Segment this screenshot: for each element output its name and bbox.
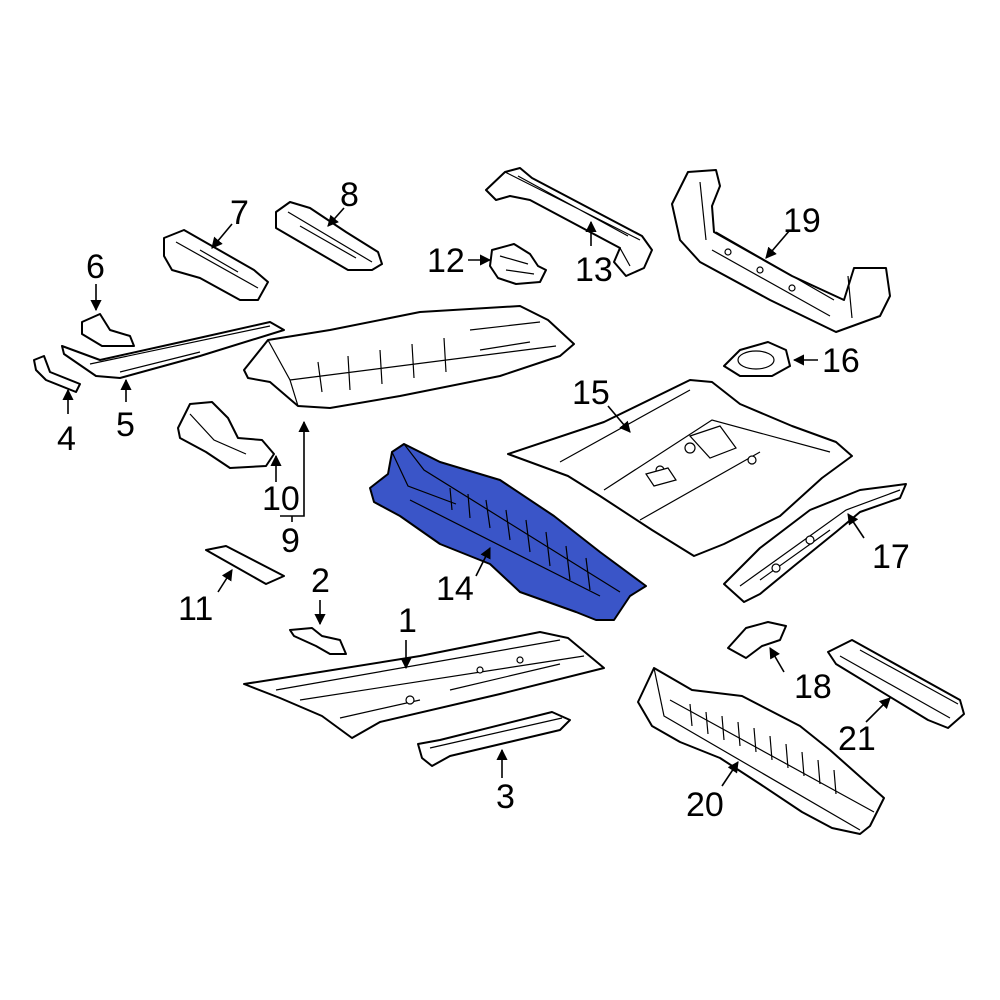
callout-18: 18 [794, 668, 832, 706]
leader-9 [280, 420, 310, 517]
part-13-crossmember[interactable] [485, 167, 653, 277]
callout-16: 16 [822, 342, 860, 380]
callout-3: 3 [496, 778, 515, 816]
callout-19: 19 [783, 202, 821, 240]
callout-6: 6 [86, 248, 105, 286]
leader-21 [865, 697, 891, 723]
callout-12: 12 [427, 242, 465, 280]
callout-15: 15 [572, 374, 610, 412]
part-4-bracket[interactable] [33, 355, 81, 393]
leader-15 [607, 405, 631, 433]
part-6-bracket[interactable] [81, 313, 135, 347]
leader-18 [769, 647, 785, 673]
part-7-rail[interactable] [163, 229, 269, 301]
callout-7: 7 [230, 194, 249, 232]
part-20-rear-frame[interactable] [637, 667, 885, 835]
part-12-bracket[interactable] [489, 243, 547, 285]
part-2-bracket[interactable] [289, 627, 347, 655]
part-19-rear-panel[interactable] [671, 169, 891, 333]
part-1-floor-pan[interactable] [243, 631, 605, 739]
leader-20 [721, 761, 739, 787]
part-3-sill[interactable] [417, 711, 571, 767]
callout-10: 10 [262, 480, 300, 518]
leader-17 [847, 513, 865, 539]
callout-11: 11 [178, 590, 213, 628]
leader-14 [475, 546, 491, 577]
callout-21: 21 [838, 720, 876, 758]
callout-9: 9 [281, 522, 300, 560]
part-11-plate[interactable] [205, 545, 285, 585]
part-17-side-member[interactable] [723, 483, 907, 603]
callout-8: 8 [340, 176, 359, 214]
part-21-rail[interactable] [827, 639, 965, 729]
part-14-floor-tunnel-highlighted[interactable] [369, 443, 647, 621]
part-10-bracket[interactable] [177, 401, 275, 469]
callout-2: 2 [311, 562, 330, 600]
callout-5: 5 [116, 406, 135, 444]
callout-14: 14 [436, 570, 474, 608]
part-15-rear-floor-pan[interactable] [507, 379, 853, 557]
callout-1: 1 [398, 602, 417, 640]
callout-4: 4 [57, 420, 76, 458]
leader-19 [765, 229, 791, 259]
leader-11 [217, 569, 233, 593]
part-16-cover[interactable] [723, 341, 791, 377]
leader-7 [211, 223, 233, 249]
callout-17: 17 [872, 538, 910, 576]
leader-8 [327, 207, 345, 227]
part-9-floor-section[interactable] [243, 305, 575, 409]
callout-20: 20 [686, 786, 724, 824]
part-5-side-rail[interactable] [61, 321, 285, 379]
part-18-bracket[interactable] [727, 621, 787, 659]
callout-13: 13 [575, 251, 613, 289]
part-8-reinforcement[interactable] [275, 201, 383, 271]
